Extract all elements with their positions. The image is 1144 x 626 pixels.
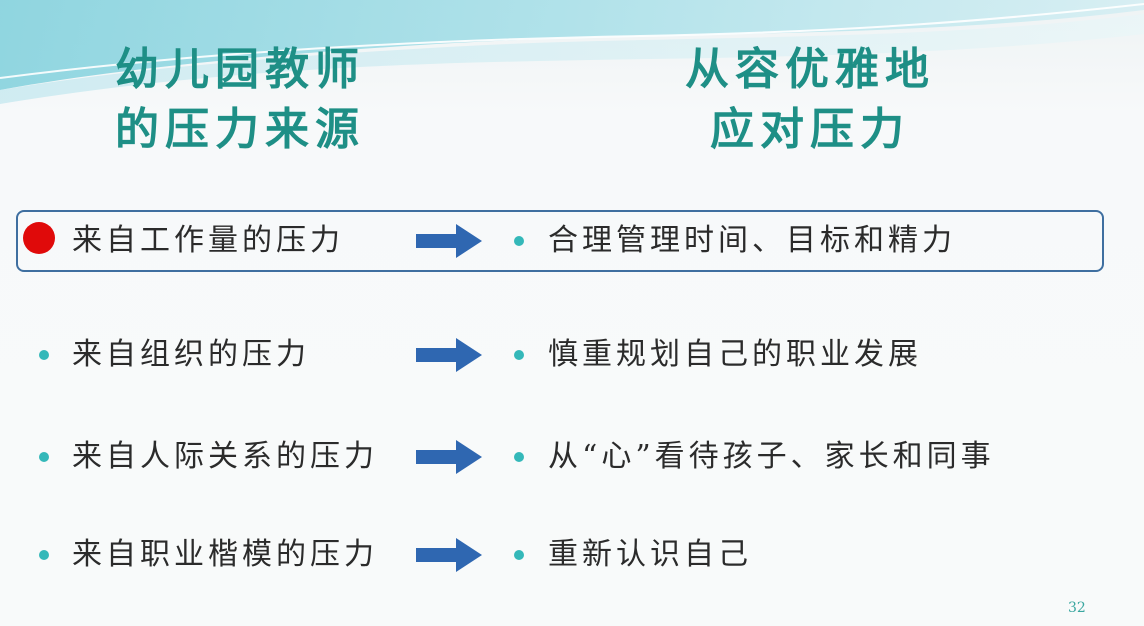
header-wave-decoration <box>0 0 1144 104</box>
list-item: 来自职业楷模的压力 重新认识自己 <box>0 530 1144 580</box>
bullet-dot-icon <box>39 350 49 360</box>
left-heading: 幼儿园教师 的压力来源 <box>60 40 420 160</box>
left-heading-line-1: 幼儿园教师 <box>115 44 365 95</box>
coping-strategy-label: 合理管理时间、目标和精力 <box>548 223 956 258</box>
coping-strategy-label: 从“心”看待孩子、家长和同事 <box>548 439 995 474</box>
pressure-source-label: 来自工作量的压力 <box>72 223 344 258</box>
coping-strategy-label: 慎重规划自己的职业发展 <box>548 337 922 372</box>
bullet-dot-icon <box>39 550 49 560</box>
pressure-source-label: 来自组织的压力 <box>72 337 310 372</box>
right-heading-line-1: 从容优雅地 <box>685 44 935 95</box>
red-pointer-dot-icon <box>23 222 55 254</box>
bullet-dot-icon <box>514 350 524 360</box>
page-number: 32 <box>1068 600 1086 616</box>
right-arrow-icon <box>416 440 482 474</box>
bullet-dot-icon <box>39 452 49 462</box>
pressure-source-label: 来自人际关系的压力 <box>72 439 378 474</box>
left-heading-line-2: 的压力来源 <box>115 104 365 155</box>
right-heading: 从容优雅地 应对压力 <box>620 40 1000 160</box>
highlight-box <box>16 210 1104 272</box>
right-arrow-icon <box>416 538 482 572</box>
right-arrow-icon <box>416 338 482 372</box>
bullet-dot-icon <box>514 550 524 560</box>
coping-strategy-label: 重新认识自己 <box>548 537 752 572</box>
bullet-dot-icon <box>514 236 524 246</box>
right-arrow-icon <box>416 224 482 258</box>
right-heading-line-2: 应对压力 <box>710 104 910 155</box>
bullet-dot-icon <box>514 452 524 462</box>
list-item: 来自工作量的压力 合理管理时间、目标和精力 <box>0 216 1144 266</box>
list-item: 来自人际关系的压力 从“心”看待孩子、家长和同事 <box>0 432 1144 482</box>
list-item: 来自组织的压力 慎重规划自己的职业发展 <box>0 330 1144 380</box>
pressure-source-label: 来自职业楷模的压力 <box>72 537 378 572</box>
